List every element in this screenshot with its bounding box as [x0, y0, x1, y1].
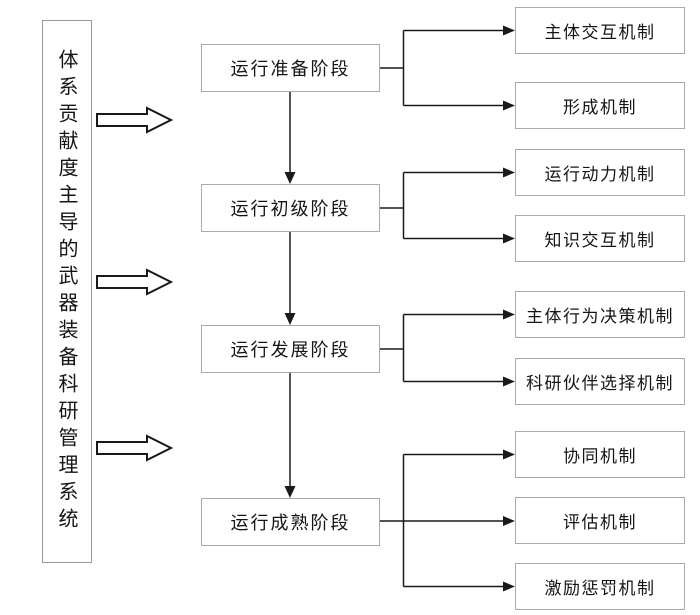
mechanism-box-partner-selection: 科研伙伴选择机制 [515, 358, 685, 405]
stage-box-mature: 运行成熟阶段 [201, 498, 380, 546]
mechanism-box-subject-interaction: 主体交互机制 [515, 7, 685, 54]
mechanism-box-knowledge-interaction: 知识交互机制 [515, 215, 685, 262]
stage-label: 运行成熟阶段 [230, 513, 351, 534]
mechanism-label: 形成机制 [563, 98, 637, 118]
mechanism-box-coordination: 协同机制 [515, 431, 685, 478]
hollow-arrow-icon [96, 106, 174, 462]
mechanism-box-operation-dynamics: 运行动力机制 [515, 149, 685, 196]
stage-box-development: 运行发展阶段 [201, 325, 380, 373]
mechanism-box-behavior-decision: 主体行为决策机制 [515, 291, 685, 338]
stage-label: 运行准备阶段 [230, 59, 351, 80]
mechanism-label: 协同机制 [563, 447, 637, 467]
mechanism-box-formation: 形成机制 [515, 82, 685, 129]
mechanism-label: 主体行为决策机制 [526, 307, 674, 327]
system-title-box: 体系贡献度主导的武器装备科研管理系统 [42, 20, 92, 563]
stage-label: 运行初级阶段 [230, 199, 351, 220]
mechanism-label: 激励惩罚机制 [544, 579, 656, 599]
stage-label: 运行发展阶段 [230, 340, 351, 361]
mechanism-label: 运行动力机制 [544, 165, 656, 185]
mechanism-label: 评估机制 [563, 513, 637, 533]
system-title-text: 体系贡献度主导的武器装备科研管理系统 [55, 48, 79, 535]
mechanism-box-incentive-punishment: 激励惩罚机制 [515, 563, 685, 610]
mechanism-box-evaluation: 评估机制 [515, 497, 685, 544]
mechanism-label: 知识交互机制 [544, 231, 656, 251]
stage-box-primary: 运行初级阶段 [201, 184, 380, 232]
stage-flow-arrow [284, 92, 296, 498]
stage-box-preparation: 运行准备阶段 [201, 44, 380, 92]
branch-connector [380, 25, 515, 592]
mechanism-label: 科研伙伴选择机制 [526, 374, 674, 394]
mechanism-label: 主体交互机制 [544, 23, 656, 43]
